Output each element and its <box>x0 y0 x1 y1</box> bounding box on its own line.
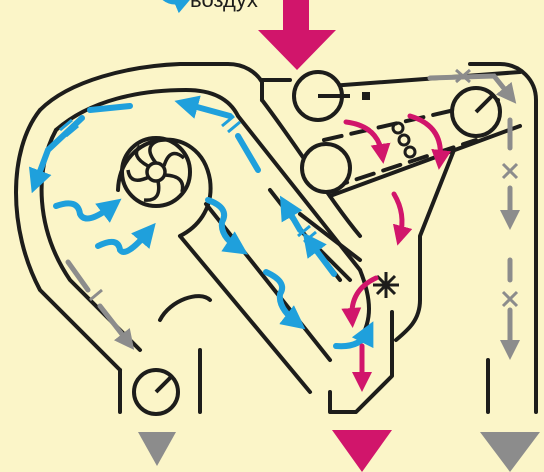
waste-slash-mark <box>90 290 102 300</box>
fan-icon <box>122 138 190 206</box>
chain-links-icon <box>393 123 415 157</box>
output-waste-right <box>480 432 540 472</box>
legend-air-arrow <box>160 0 184 2</box>
feed-arrow-icon <box>258 0 336 70</box>
roller-top <box>294 72 370 120</box>
roller-middle <box>302 144 350 192</box>
roller-right <box>452 88 500 136</box>
roller-bottom-left <box>134 370 178 414</box>
output-waste-left <box>138 432 176 466</box>
air-flow-arrows <box>36 104 368 346</box>
output-grain <box>332 430 392 472</box>
